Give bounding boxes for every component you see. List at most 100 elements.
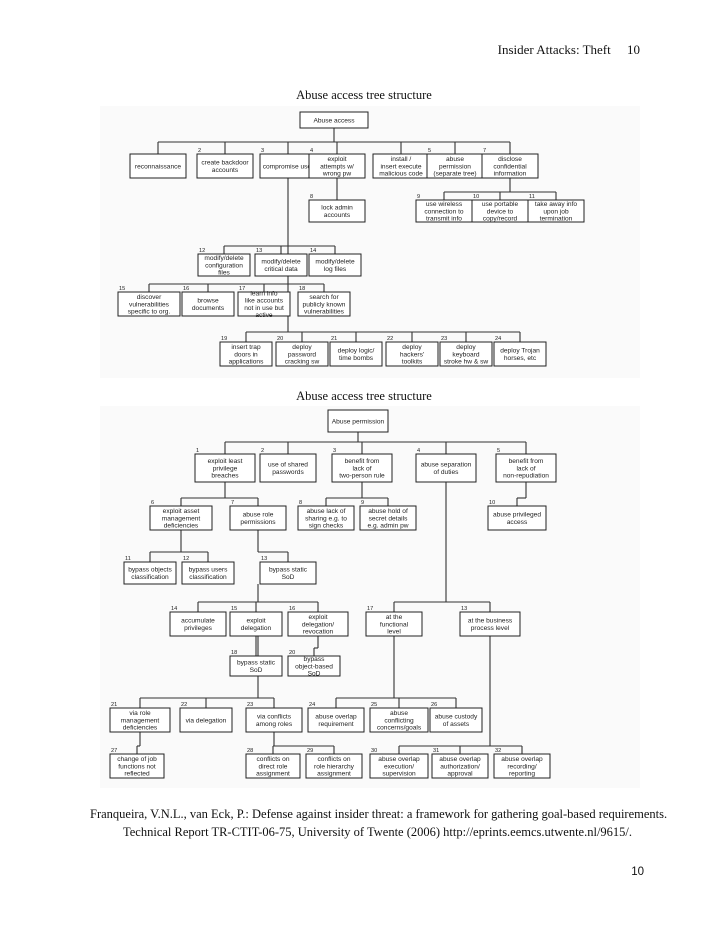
svg-text:connection to: connection to	[424, 208, 464, 215]
svg-text:abuse privileged: abuse privileged	[493, 512, 541, 519]
svg-text:18: 18	[231, 650, 237, 656]
svg-text:modify/delete: modify/delete	[315, 259, 355, 266]
svg-text:abuse overlap: abuse overlap	[439, 756, 481, 763]
svg-text:12: 12	[199, 248, 205, 254]
svg-text:breaches: breaches	[211, 473, 239, 480]
svg-text:bypass: bypass	[304, 656, 326, 663]
svg-text:toolkits: toolkits	[402, 359, 423, 366]
svg-text:malicious code: malicious code	[379, 171, 423, 178]
svg-text:32: 32	[495, 748, 501, 754]
svg-text:doors in: doors in	[234, 351, 258, 358]
svg-text:17: 17	[367, 606, 373, 612]
svg-text:benefit from: benefit from	[345, 458, 380, 465]
svg-text:conflicts on: conflicts on	[257, 756, 290, 763]
f2-root-node: Abuse permission	[327, 409, 389, 433]
svg-text:abuse lack of: abuse lack of	[307, 508, 346, 515]
page-number: 10	[631, 866, 644, 878]
svg-text:6: 6	[151, 500, 154, 506]
svg-text:3: 3	[333, 448, 336, 454]
svg-text:bypass users: bypass users	[189, 567, 229, 574]
svg-text:vulnerabilities: vulnerabilities	[304, 309, 345, 316]
svg-text:of assets: of assets	[443, 721, 470, 728]
svg-text:reconnaissance: reconnaissance	[135, 163, 182, 170]
svg-text:1: 1	[196, 448, 199, 454]
svg-text:9: 9	[361, 500, 364, 506]
svg-text:e.g. admin pw: e.g. admin pw	[367, 523, 408, 530]
svg-text:exploit asset: exploit asset	[163, 508, 200, 515]
svg-text:files: files	[218, 270, 230, 277]
svg-text:deploy: deploy	[402, 344, 422, 351]
svg-text:use of shared: use of shared	[268, 462, 308, 469]
svg-text:upon job: upon job	[543, 208, 569, 215]
svg-text:deploy: deploy	[456, 344, 476, 351]
svg-text:11: 11	[529, 194, 535, 200]
svg-text:bypass objects: bypass objects	[128, 567, 172, 574]
svg-text:15: 15	[119, 286, 125, 292]
svg-text:vulnerabilities: vulnerabilities	[129, 301, 170, 308]
svg-text:learn info: learn info	[250, 291, 277, 298]
svg-text:insert trap: insert trap	[231, 344, 261, 351]
svg-text:privilege: privilege	[213, 465, 238, 472]
svg-text:18: 18	[299, 286, 305, 292]
svg-text:delegation/: delegation/	[302, 621, 334, 628]
reference-citation: Franqueira, V.N.L., van Eck, P.: Defense…	[90, 807, 668, 839]
svg-text:deploy logic/: deploy logic/	[338, 348, 375, 355]
svg-text:7: 7	[231, 500, 234, 506]
svg-text:conflicts on: conflicts on	[318, 756, 351, 763]
svg-text:information: information	[494, 171, 527, 178]
svg-text:discover: discover	[137, 294, 162, 301]
svg-text:abuse overlap: abuse overlap	[378, 756, 420, 763]
svg-text:abuse hold of: abuse hold of	[368, 508, 408, 515]
svg-text:reflected: reflected	[124, 771, 150, 778]
svg-text:critical data: critical data	[264, 266, 298, 273]
svg-text:horses, etc: horses, etc	[504, 355, 537, 362]
svg-text:abuse custody: abuse custody	[435, 714, 478, 721]
svg-text:28: 28	[247, 748, 253, 754]
svg-text:passwords: passwords	[272, 469, 304, 476]
svg-text:stroke hw & sw: stroke hw & sw	[444, 359, 489, 366]
svg-text:SoD: SoD	[308, 671, 321, 678]
svg-text:access: access	[507, 519, 528, 526]
svg-text:31: 31	[433, 748, 439, 754]
svg-text:assignment: assignment	[317, 771, 351, 778]
svg-text:10: 10	[489, 500, 495, 506]
svg-text:management: management	[162, 515, 201, 522]
svg-text:19: 19	[221, 336, 227, 342]
svg-text:approval: approval	[447, 771, 473, 778]
svg-text:create backdoor: create backdoor	[201, 160, 249, 167]
svg-text:deploy: deploy	[292, 344, 312, 351]
svg-text:8: 8	[299, 500, 302, 506]
svg-text:use wireless: use wireless	[426, 201, 463, 208]
svg-text:termination: termination	[540, 216, 573, 223]
svg-text:via delegation: via delegation	[186, 717, 227, 724]
svg-text:22: 22	[387, 336, 393, 342]
svg-text:21: 21	[111, 702, 117, 708]
svg-text:recording/: recording/	[507, 763, 536, 770]
svg-text:2: 2	[261, 448, 264, 454]
